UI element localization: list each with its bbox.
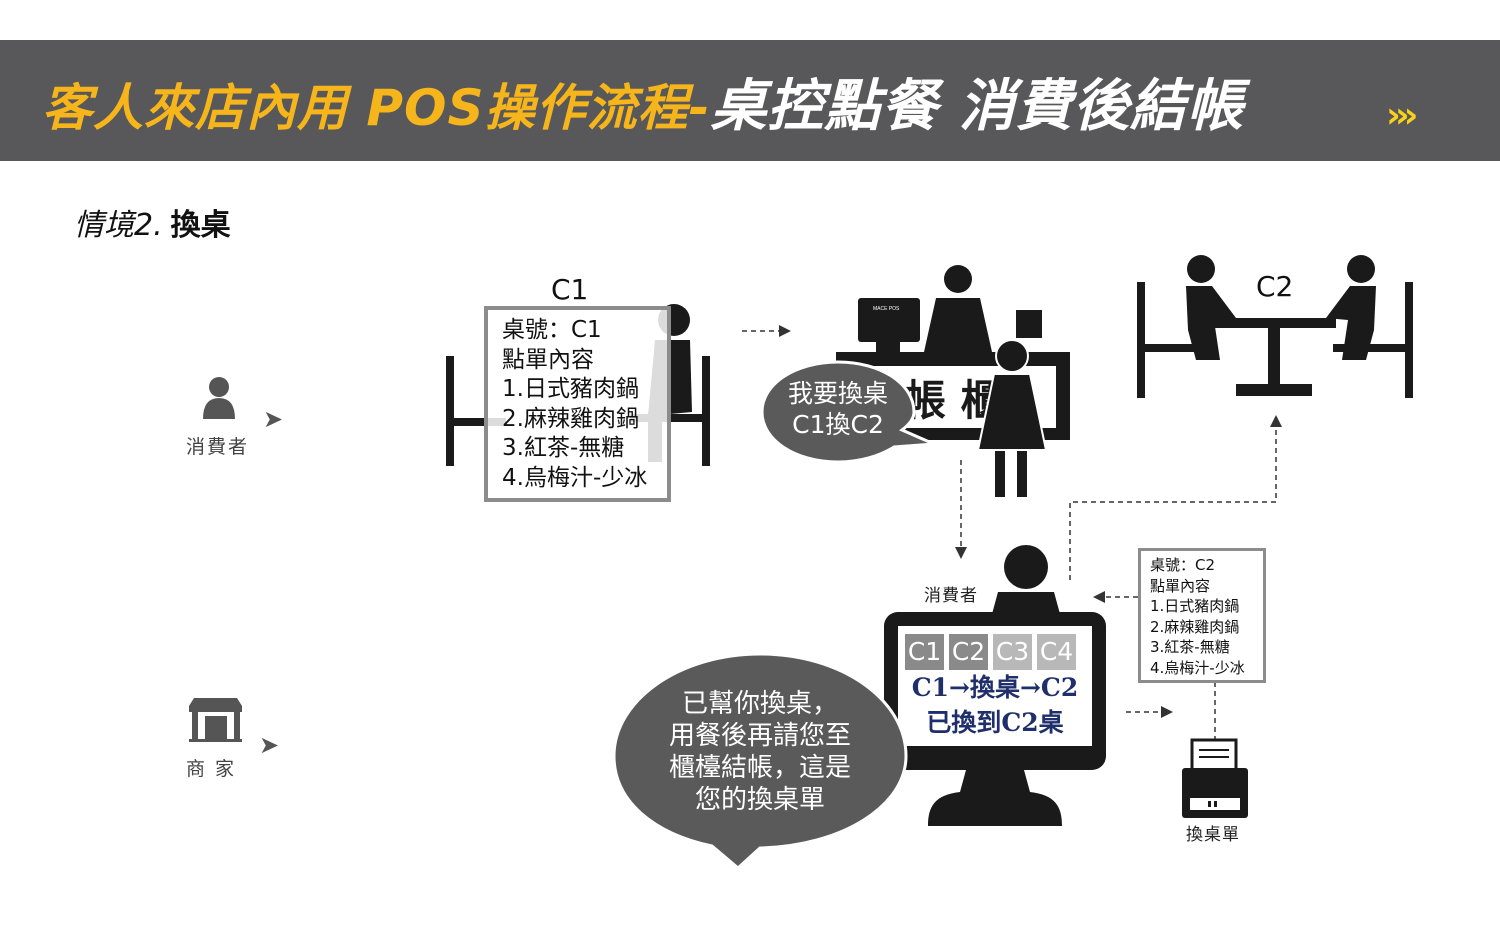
c2-table-top	[1212, 318, 1336, 328]
customer-bubble-line: 我要換桌	[787, 379, 888, 408]
screen-done-line: 已換到C2桌	[926, 708, 1064, 737]
staff-bubble-line: 您的換桌單	[694, 785, 825, 815]
table-c2-scene	[1137, 255, 1413, 398]
staff-head	[944, 265, 972, 293]
arrow-to-c2-table	[1069, 415, 1282, 580]
scenario-number: 情境2.	[74, 208, 163, 243]
consumer-arrow-icon: ➤	[263, 405, 284, 433]
order-c1-line: 4.烏梅汁-少冰	[502, 464, 648, 491]
staff-bubble-line: 用餐後再請您至	[668, 721, 851, 751]
change-table-slip-printer-icon	[1182, 738, 1248, 818]
order-c2-line: 桌號：C2	[1150, 556, 1216, 574]
order-c1-line: 點單內容	[502, 346, 594, 373]
consumer-role-label: 消費者	[186, 436, 250, 458]
order-c2-line: 點單內容	[1150, 576, 1211, 595]
scenario-name: 換桌	[170, 208, 231, 243]
staff-at-screen	[992, 545, 1060, 614]
screen-table-tabs: C1 C2 C3 C4	[905, 634, 1076, 670]
screen-tab-c2[interactable]: C2	[949, 634, 988, 670]
title-part-topic: 桌控點餐 消費後結帳	[710, 74, 1244, 139]
order-c2-line: 2.麻辣雞肉鍋	[1150, 617, 1240, 636]
table-c1-label: C1	[551, 273, 589, 306]
customer-bubble-line: C1換C2	[792, 410, 884, 439]
customer-bubble-text: 我要換桌 C1換C2	[774, 378, 902, 440]
staff-speech-bubble	[612, 652, 908, 870]
order-c1-line: 1.日式豬肉鍋	[502, 376, 639, 402]
order-c2-line: 1.日式豬肉鍋	[1150, 597, 1240, 615]
staff-bubble-text: 已幫你換桌， 用餐後再請您至 櫃檯結帳，這是 您的換桌單	[640, 688, 880, 816]
order-c2-line: 4.烏梅汁-少冰	[1150, 658, 1245, 677]
receipt-printer-icon	[1016, 310, 1042, 338]
pos-brand-label: MACE POS	[873, 306, 900, 312]
customer-speech-bubble	[760, 360, 935, 464]
merchant-arrow-icon: ➤	[259, 731, 280, 759]
order-c1-line: 3.紅茶-無糖	[502, 435, 625, 461]
merchant-role-label: 商 家	[186, 758, 237, 780]
customer-figure	[976, 339, 1048, 499]
screen-transfer-line: C1→換桌→C2	[911, 673, 1079, 702]
shop-icon	[189, 698, 242, 742]
order-card-c2: 桌號：C2 點單內容 1.日式豬肉鍋 2.麻辣雞肉鍋 3.紅茶-無糖 4.烏梅汁…	[1138, 548, 1266, 683]
title-part-process: 客人來店內用 POS操作流程-	[42, 79, 711, 137]
staff-bubble-line: 已幫你換桌，	[681, 689, 838, 719]
screen-consumer-label: 消費者	[924, 586, 978, 606]
staff-bubble-line: 櫃檯結帳，這是	[668, 753, 851, 783]
screen-tab-c1[interactable]: C1	[905, 634, 944, 670]
order-c1-line: 2.麻辣雞肉鍋	[502, 405, 639, 432]
consumer-icon	[203, 377, 235, 419]
printer-label: 換桌單	[1186, 825, 1240, 845]
title-banner	[0, 40, 1500, 161]
staff-body	[924, 298, 992, 352]
screen-tab-c4[interactable]: C4	[1037, 634, 1076, 670]
scenario-heading: 情境2.換桌	[74, 200, 231, 244]
order-card-c1: 桌號：C1 點單內容 1.日式豬肉鍋 2.麻辣雞肉鍋 3.紅茶-無糖 4.烏梅汁…	[484, 306, 671, 502]
order-c2-line: 3.紅茶-無糖	[1150, 638, 1230, 656]
order-c1-line: 桌號：C1	[502, 317, 602, 343]
page-title: 客人來店內用 POS操作流程-桌控點餐 消費後結帳	[42, 72, 1244, 142]
pos-terminal-icon	[858, 298, 920, 342]
table-c2-label: C2	[1256, 270, 1294, 303]
screen-tab-c3[interactable]: C3	[993, 634, 1032, 670]
